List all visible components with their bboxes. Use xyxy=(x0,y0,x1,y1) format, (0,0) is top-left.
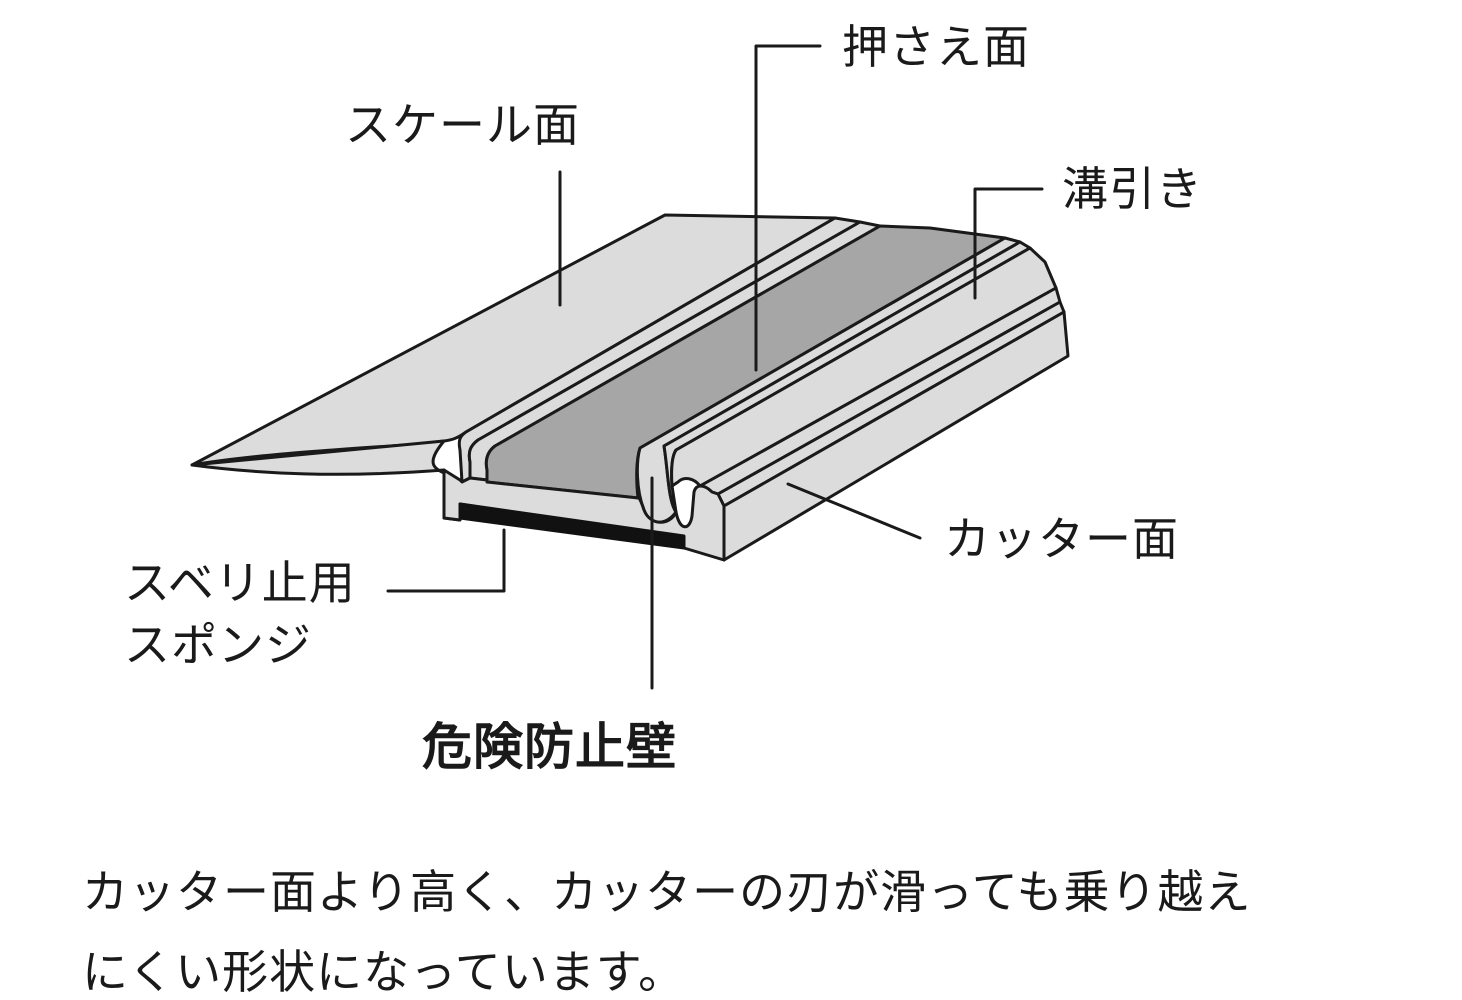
label-cutter-face: カッター面 xyxy=(944,512,1179,566)
leader-press-face xyxy=(754,44,822,372)
label-sponge-line1: スベリ止用 xyxy=(124,556,356,610)
label-sponge-line2: スポンジ xyxy=(124,618,312,672)
label-press-face: 押さえ面 xyxy=(842,20,1030,74)
anti-slip-sponge xyxy=(458,502,686,550)
cross-section-front xyxy=(442,468,726,562)
leader-groove xyxy=(973,187,1044,300)
label-safety-wall: 危険防止壁 xyxy=(422,718,677,776)
caption: カッター面より高く、カッターの刃が滑っても乗り越え にくい形状になっています。 xyxy=(82,852,1251,1000)
label-scale-face: スケール面 xyxy=(345,98,580,152)
caption-line-2: にくい形状になっています。 xyxy=(82,945,686,999)
leader-sponge xyxy=(386,528,506,593)
label-groove: 溝引き xyxy=(1062,162,1203,216)
leader-cutter-face xyxy=(786,482,922,540)
caption-line-1: カッター面より高く、カッターの刃が滑っても乗り越え xyxy=(82,865,1252,919)
scale-face-tip-edge xyxy=(190,439,462,522)
